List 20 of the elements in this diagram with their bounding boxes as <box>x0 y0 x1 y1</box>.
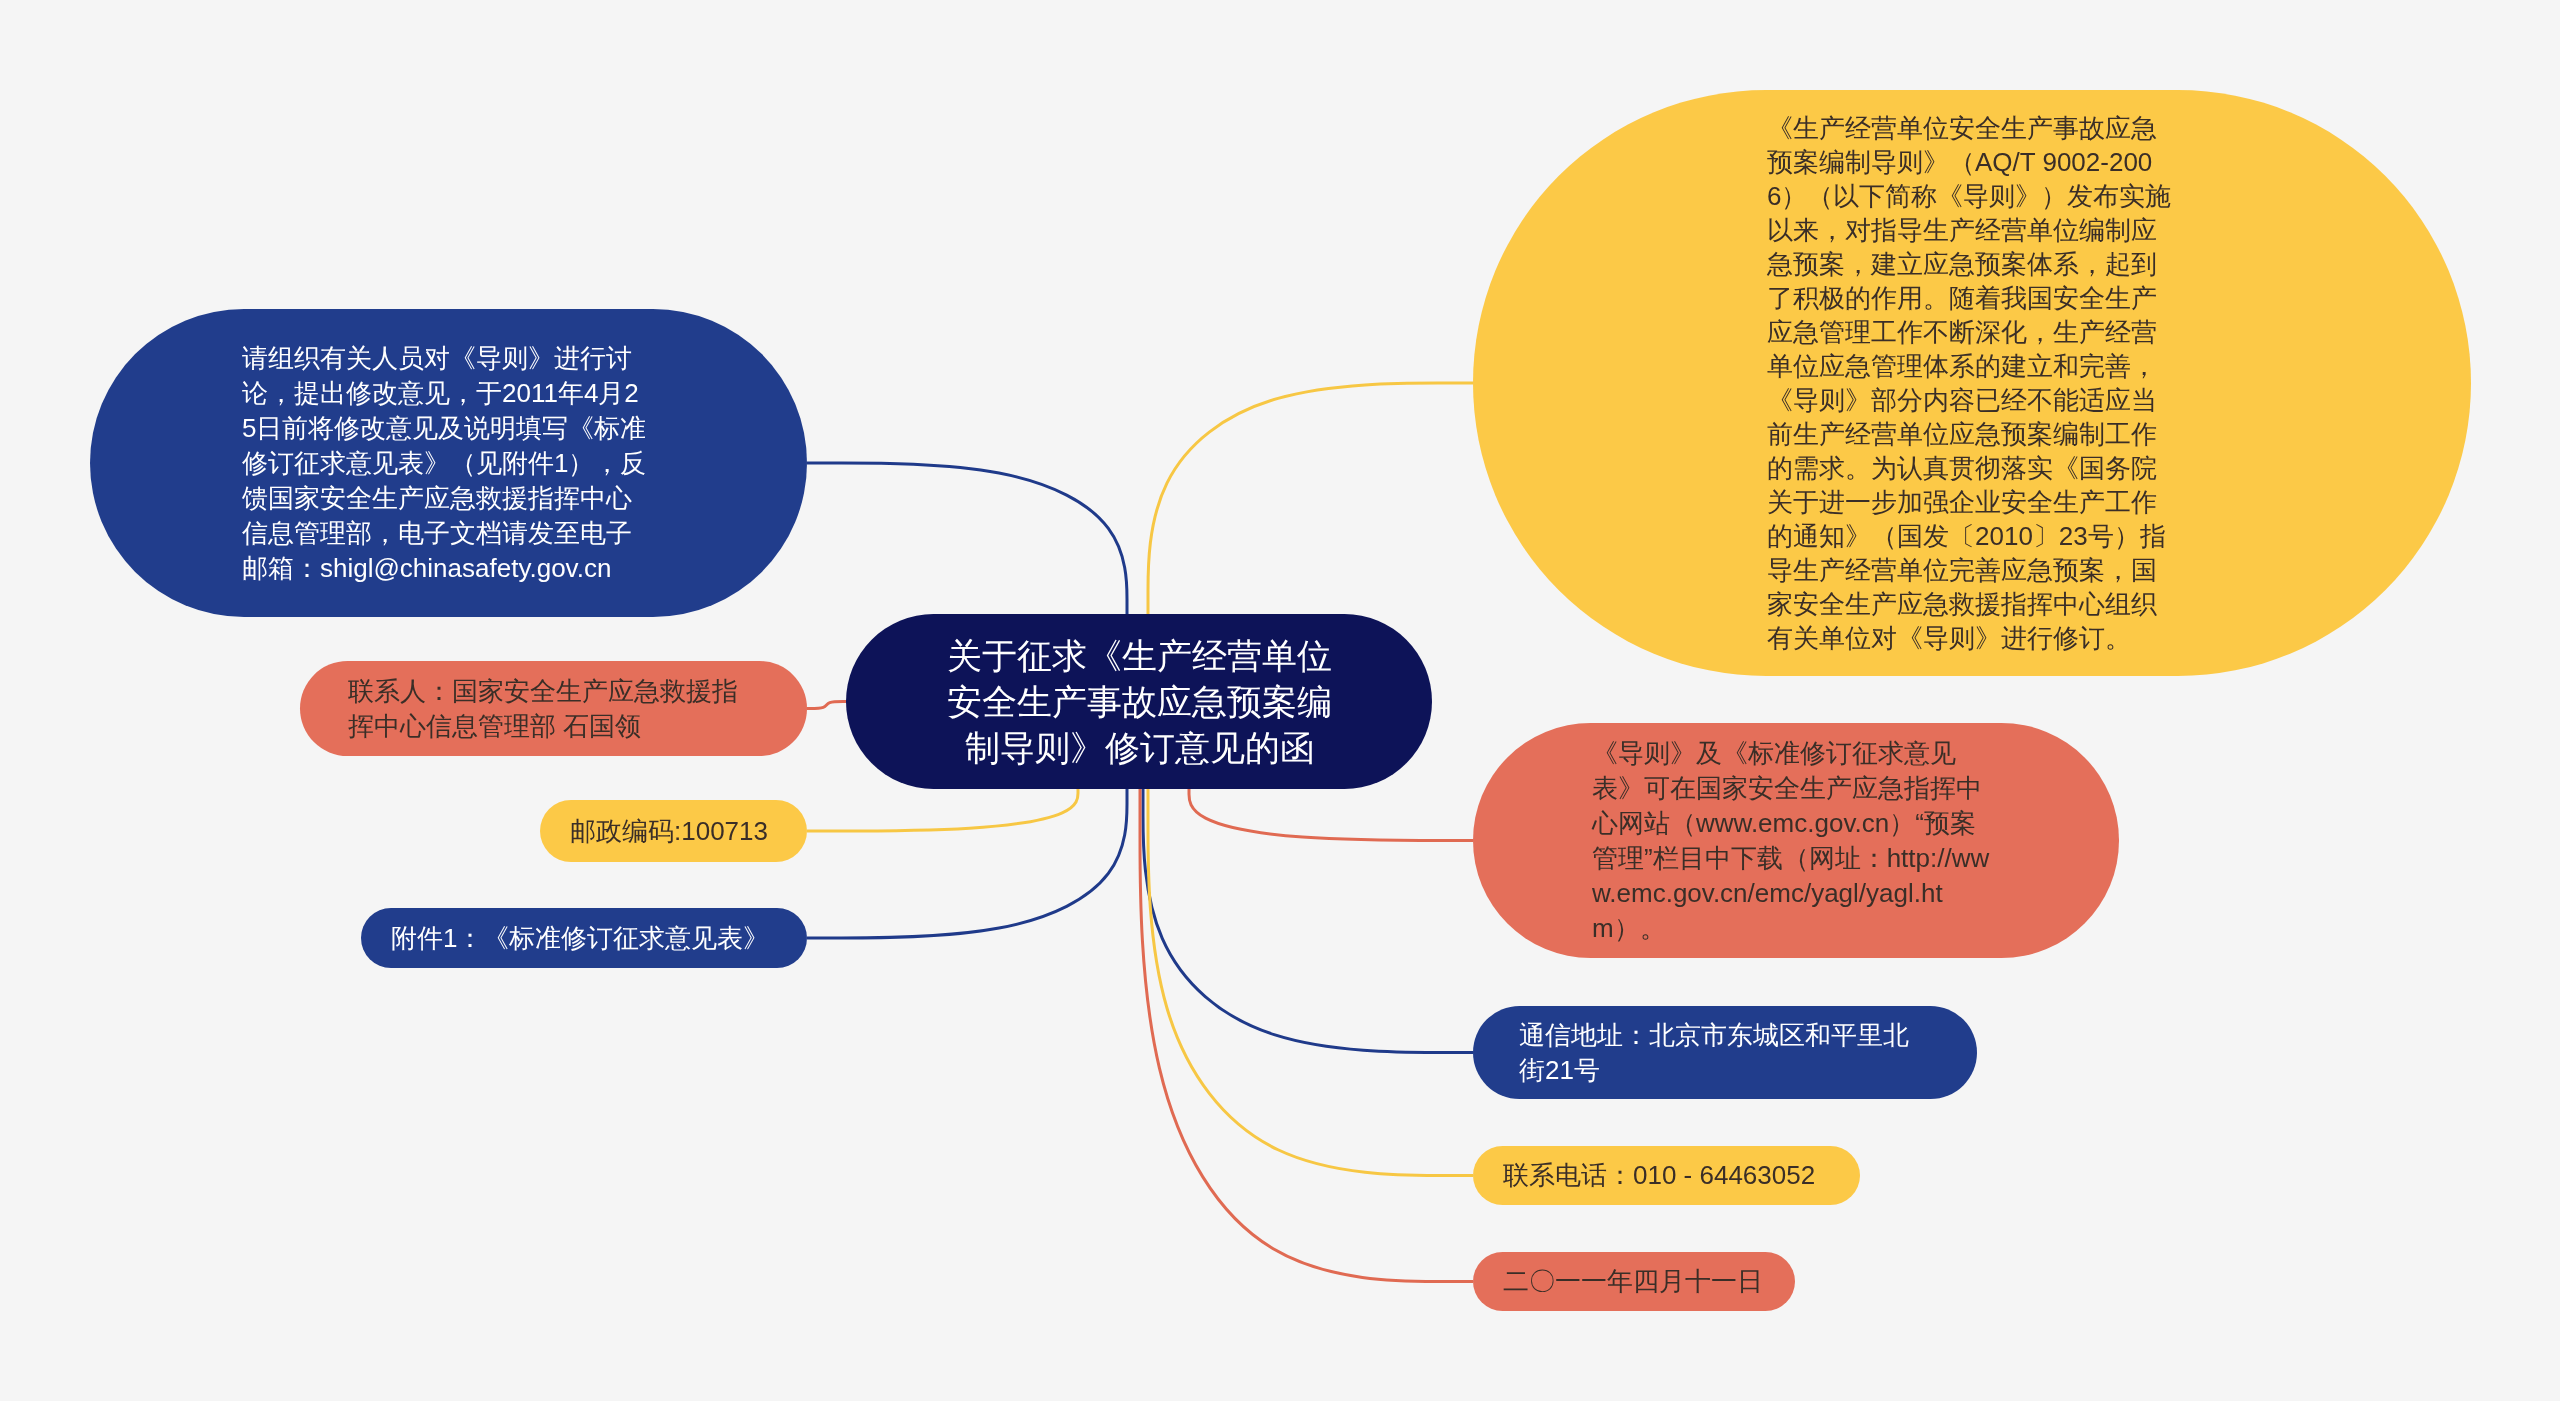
connector-line <box>1141 789 1473 1054</box>
connector-line <box>1138 789 1473 1283</box>
topic-text: 《导则》及《标准修订征求意见表》可在国家安全生产应急指挥中心网站（www.emc.gov.cn）“预案管理”栏目中下载（网址：http://www.emc.gov.cn/emc/yagl/yagl.htm）。 <box>1592 736 1991 945</box>
connector-line <box>1146 789 1473 1177</box>
connector-line <box>807 700 846 710</box>
connector-line <box>807 461 1129 614</box>
topic-text: 邮政编码:100713 <box>570 814 769 848</box>
connector-line <box>1187 789 1473 842</box>
connector-line <box>807 789 1080 833</box>
topic-text: 附件1：《标准修订征求意见表》 <box>391 921 771 955</box>
connector-line <box>807 789 1129 940</box>
topic-text: 请组织有关人员对《导则》进行讨论，提出修改意见，于2011年4月25日前将修改意见及说明填写《标准修订征求意见表》（见附件1），反馈国家安全生产应急救援指挥中心信息管理部，电子文档请发至电子邮箱：shigl@chinasafety.gov.cn <box>242 341 647 585</box>
topic-text: 二〇一一年四月十一日 <box>1503 1265 1764 1298</box>
topic-text: 关于征求《生产经营单位安全生产事故应急预案编制导则》修订意见的函 <box>946 634 1333 769</box>
topic-text: 通信地址：北京市东城区和平里北街21号 <box>1519 1018 1910 1087</box>
topic-text: 联系人：国家安全生产应急救援指挥中心信息管理部 石国领 <box>348 674 739 743</box>
connector-line <box>1146 381 1473 614</box>
topic-text: 联系电话：010 - 64463052 <box>1503 1159 1817 1192</box>
topic-text: 《生产经营单位安全生产事故应急预案编制导则》（AQ/T 9002-2006）（以下简称《导则》）发布实施以来，对指导生产经营单位编制应急预案，建立应急预案体系，起到了积极的作用。随着我国安全生产应急管理工作不断深化，生产经营单位应急管理体系的建立和完善，《导则》部分内容已经不能适应当前生产经营单位应急预案编制工作的需求。为认真贯彻落实《国务院关于进一步加强企业安全生产工作的通知》（国发〔2010〕23号）指导生产经营单位完善应急预案，国家安全生产应急救援指挥中心组织有关单位对《导则》进行修订。 <box>1767 112 2172 655</box>
topic-pill <box>361 908 807 968</box>
